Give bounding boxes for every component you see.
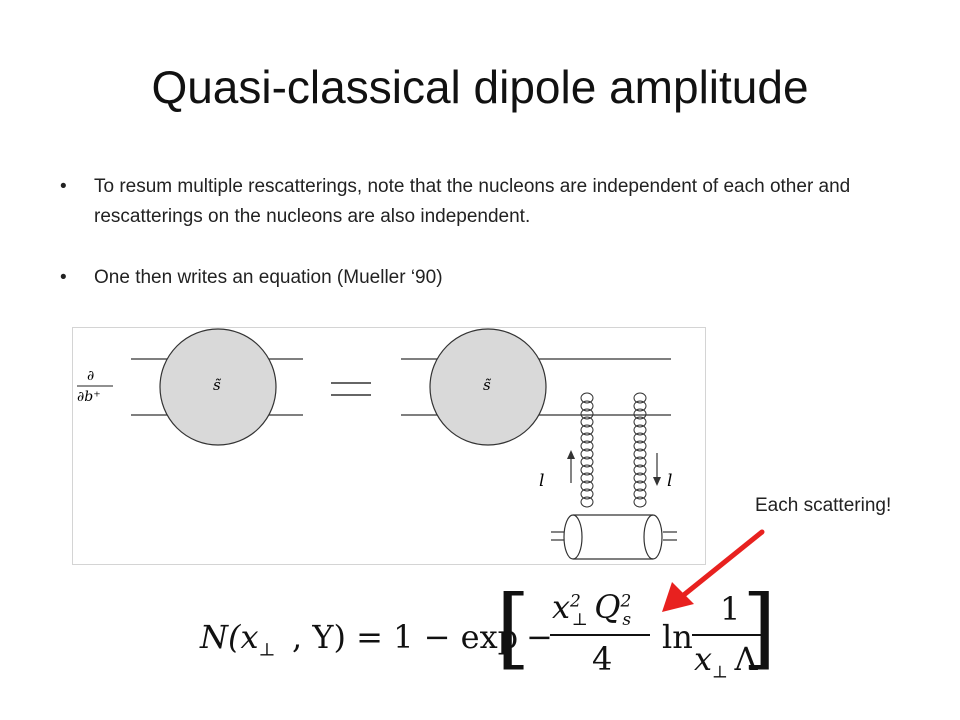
gluon-coil-2 <box>633 488 647 500</box>
cylinder-left-end <box>563 514 583 560</box>
gluon-coil-2 <box>633 424 647 436</box>
gluon-coil-2 <box>633 448 647 460</box>
gluon-coil-2 <box>633 400 647 412</box>
gluon-coil-2 <box>633 408 647 420</box>
gluon-coil-1 <box>580 464 594 476</box>
gluon-coil-2 <box>633 392 647 404</box>
gluon-coil-1 <box>580 392 594 404</box>
gluon-coil-1 <box>580 448 594 460</box>
gluon-coil-1 <box>580 408 594 420</box>
left-blob-label: s̃ <box>213 376 221 394</box>
gluon-coil-1 <box>580 416 594 428</box>
bullet-text-1: To resum multiple rescatterings, note th… <box>94 176 851 227</box>
formula-numerator: x2⊥ Q2s <box>552 588 632 631</box>
formula: N(x⊥ , Y) = 1 − exp [ − x2⊥ Q2s 4 ln 1 x… <box>200 576 776 692</box>
formula-minus: − <box>526 618 553 656</box>
gluon-coil-2 <box>633 472 647 484</box>
gluon-coil-1 <box>580 424 594 436</box>
gluon-label-left: l <box>539 471 544 491</box>
gluon-coil-1 <box>580 432 594 444</box>
gluon-coil-2 <box>633 456 647 468</box>
gluon-coil-2 <box>633 496 647 508</box>
right-blob-label: s̃ <box>483 376 491 394</box>
formula-fraction-line-2 <box>692 634 766 636</box>
momentum-arrowhead-up <box>567 450 575 459</box>
annotation-each-scattering: Each scattering! <box>755 495 892 516</box>
cylinder-right-end <box>643 514 663 560</box>
gluon-coil-2 <box>633 464 647 476</box>
gluon-coil-1 <box>580 480 594 492</box>
bullet-text-2: One then writes an equation (Mueller ‘90… <box>94 267 443 288</box>
gluon-coil-1 <box>580 488 594 500</box>
gluon-lines <box>580 392 647 508</box>
slide-title: Quasi-classical dipole amplitude <box>151 61 809 113</box>
feynman-diagram: ∂ ∂b⁺ s̃ s̃ l l <box>72 327 706 565</box>
gluon-coil-1 <box>580 496 594 508</box>
gluon-label-right: l <box>667 471 672 491</box>
formula-left-bracket: [ <box>496 576 531 679</box>
gluon-coil-1 <box>580 440 594 452</box>
gluon-coil-2 <box>633 480 647 492</box>
formula-right-bracket: ] <box>742 576 777 679</box>
gluon-coil-1 <box>580 400 594 412</box>
bullet-marker: • <box>60 176 67 197</box>
formula-frac2-denominator: x⊥ Λ <box>694 640 758 683</box>
momentum-arrowhead-down <box>653 477 661 486</box>
gluon-coil-2 <box>633 416 647 428</box>
formula-fraction-line-1 <box>550 634 650 636</box>
gluon-coil-1 <box>580 472 594 484</box>
formula-lhs-rest: , Y) = 1 − exp <box>292 618 519 656</box>
derivative-denominator: ∂b⁺ <box>77 389 101 405</box>
formula-frac2-numerator: 1 <box>720 590 741 628</box>
formula-lhs: N(x⊥ <box>200 618 276 661</box>
red-arrow-icon <box>662 529 765 612</box>
derivative-numerator: ∂ <box>87 368 94 384</box>
left-blob <box>159 328 277 446</box>
formula-ln: ln <box>662 618 693 656</box>
gluon-coil-2 <box>633 432 647 444</box>
bullet-item-2: • One then writes an equation (Mueller ‘… <box>60 263 920 293</box>
right-blob <box>429 328 547 446</box>
bullet-list: • To resum multiple rescatterings, note … <box>60 172 920 293</box>
diagram-svg: ∂ ∂b⁺ s̃ s̃ l l <box>77 328 677 560</box>
bullet-marker: • <box>60 267 67 288</box>
formula-denominator: 4 <box>592 640 613 678</box>
bullet-item-1: • To resum multiple rescatterings, note … <box>60 172 920 232</box>
gluon-coil-2 <box>633 440 647 452</box>
gluon-coil-1 <box>580 456 594 468</box>
